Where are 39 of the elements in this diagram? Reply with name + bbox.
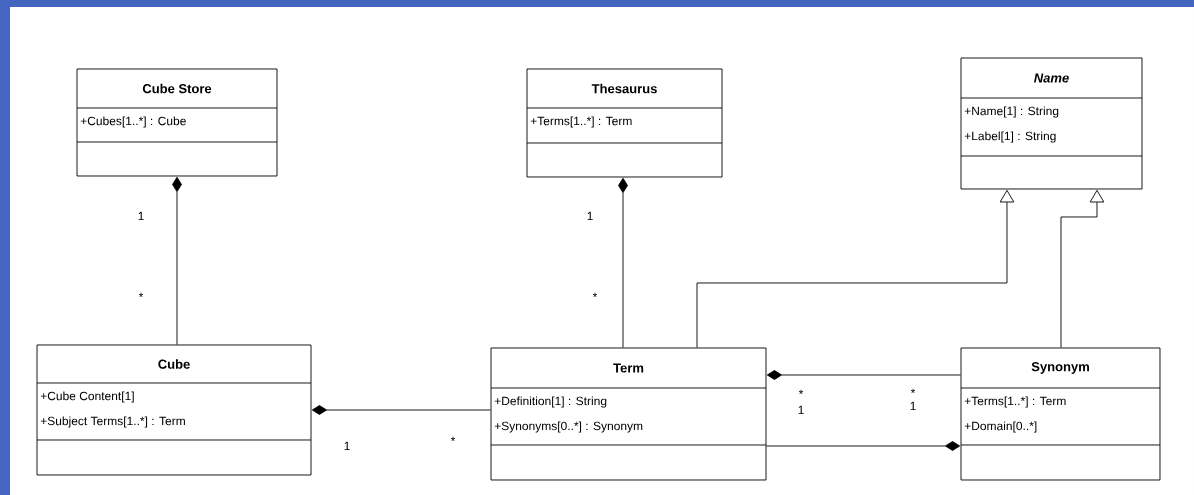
class-name: Term <box>613 363 644 373</box>
class-name: Synonym <box>1031 362 1089 374</box>
multiplicity: * <box>798 389 804 395</box>
class-name: Cube Store <box>142 83 212 94</box>
class-name: Name <box>1034 73 1069 83</box>
multiplicity: * <box>450 436 456 442</box>
attribute-text: +Terms[1..*] : Term <box>964 396 1066 408</box>
attribute-text: +Subject Terms[1..*] : Term <box>40 416 185 428</box>
attribute-text: +Synonyms[0..*] : Synonym <box>494 421 643 433</box>
class-box <box>960 57 1143 190</box>
class-name: Thesaurus <box>591 83 657 94</box>
connector <box>696 189 1015 348</box>
multiplicity: 1 <box>138 211 144 221</box>
connector <box>1060 189 1105 348</box>
class-box <box>36 344 312 476</box>
attribute-text: +Label[1] : String <box>964 131 1056 143</box>
class-box <box>76 68 278 177</box>
class-box <box>960 347 1161 481</box>
class-box <box>526 68 723 178</box>
connector <box>766 370 961 380</box>
connector <box>172 176 182 345</box>
connector <box>766 441 961 451</box>
multiplicity: 1 <box>344 441 350 451</box>
attribute-text: +Terms[1..*] : Term <box>530 116 632 128</box>
multiplicity: * <box>138 292 144 298</box>
multiplicity: 1 <box>910 401 916 411</box>
attribute-text: +Name[1] : String <box>964 106 1059 118</box>
multiplicity: 1 <box>798 405 804 415</box>
connector <box>618 177 628 348</box>
multiplicity: * <box>592 292 598 298</box>
attribute-text: +Cubes[1..*] : Cube <box>80 116 186 128</box>
attribute-text: +Cube Content[1] <box>40 391 134 403</box>
attribute-text: +Domain[0..*] <box>964 421 1037 433</box>
class-name: Cube <box>158 359 190 369</box>
multiplicity: * <box>910 388 916 394</box>
connector <box>311 405 491 415</box>
multiplicity: 1 <box>587 211 593 221</box>
class-box <box>490 347 767 481</box>
attribute-text: +Definition[1] : String <box>494 396 607 408</box>
